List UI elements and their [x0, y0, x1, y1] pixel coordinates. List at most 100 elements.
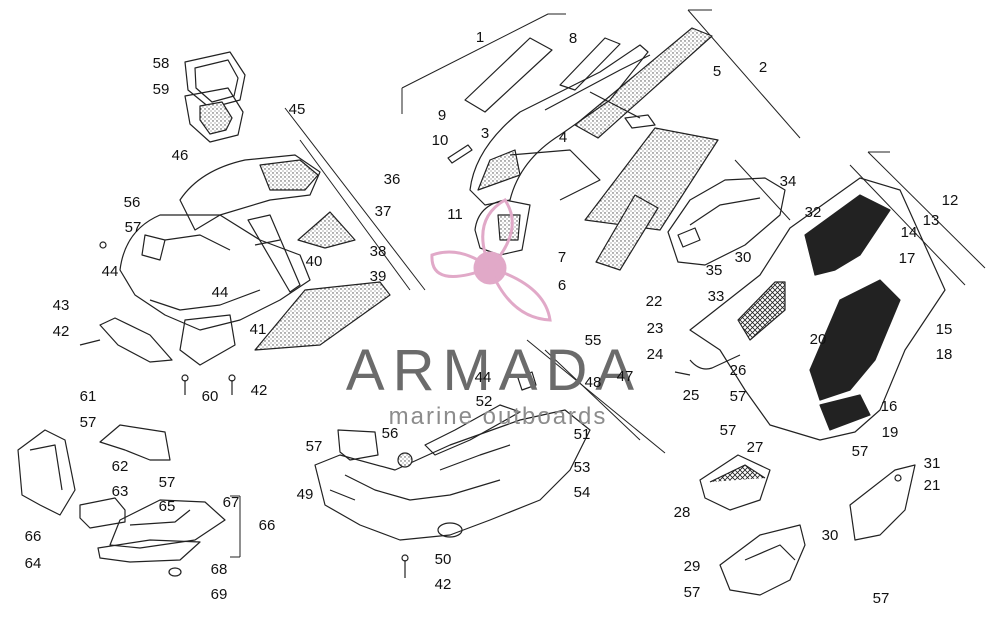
part-number-1: 1: [476, 29, 484, 46]
part-number-62: 62: [112, 458, 129, 475]
part-number-28: 28: [674, 504, 691, 521]
part-number-50: 50: [435, 551, 452, 568]
part-number-42-lower: 42: [435, 576, 452, 593]
part-number-44-belly: 44: [475, 369, 492, 386]
side-panel-3: [469, 44, 651, 206]
part-number-54: 54: [574, 484, 591, 501]
part-number-56-belly: 56: [382, 425, 399, 442]
part-number-58: 58: [153, 55, 170, 72]
mesh-grille-33: [737, 281, 786, 341]
part-number-57-vent-bottom: 57: [684, 584, 701, 601]
foam-pad-6: [595, 194, 659, 271]
part-number-34: 34: [780, 173, 797, 190]
bracket-40: [247, 214, 301, 293]
part-number-35: 35: [706, 262, 723, 279]
part-number-44-center: 44: [212, 284, 229, 301]
vent-28: [699, 454, 771, 511]
grommet-50: [437, 522, 463, 538]
part-number-2: 2: [759, 59, 767, 76]
part-number-4: 4: [559, 129, 567, 146]
part-number-66-right: 66: [259, 517, 276, 534]
side-vent-43: [99, 317, 173, 363]
hood-frame-46: [179, 154, 321, 231]
panel-21: [849, 464, 916, 541]
part-number-59: 59: [153, 81, 170, 98]
part-number-12: 12: [942, 192, 959, 209]
part-number-15: 15: [936, 321, 953, 338]
bracket-57-belly: [337, 429, 379, 461]
brand-name: ARMADA: [346, 338, 642, 403]
part-number-45: 45: [289, 101, 306, 118]
part-number-44-left: 44: [102, 263, 119, 280]
part-number-57-vent-top: 57: [720, 422, 737, 439]
part-number-22: 22: [646, 293, 663, 310]
part-number-41: 41: [250, 321, 267, 338]
rivet-31: [894, 474, 902, 482]
decal-10: [447, 144, 473, 164]
part-number-7: 7: [558, 249, 566, 266]
screw-42-left: [79, 339, 101, 346]
part-number-53: 53: [574, 459, 591, 476]
part-number-40: 40: [306, 253, 323, 270]
part-number-16: 16: [881, 398, 898, 415]
part-number-67: 67: [223, 494, 240, 511]
part-number-60: 60: [202, 388, 219, 405]
part-number-25: 25: [683, 387, 700, 404]
brace-52: [424, 404, 521, 456]
side-cover-66: [17, 429, 76, 516]
bracket-35: [677, 227, 701, 248]
part-number-38: 38: [370, 243, 387, 260]
part-number-57-left: 57: [125, 219, 142, 236]
screw-42-upper: [228, 374, 236, 395]
part-number-48: 48: [585, 374, 602, 391]
part-number-56-left: 56: [124, 194, 141, 211]
foam-pad-38: [297, 211, 356, 249]
armada-watermark: ARMADA marine outboards: [346, 198, 642, 430]
scoop-29: [719, 524, 806, 596]
part-number-19: 19: [882, 424, 899, 441]
part-number-13: 13: [923, 212, 940, 229]
part-number-33: 33: [708, 288, 725, 305]
part-number-3: 3: [481, 125, 489, 142]
box-63: [79, 497, 126, 529]
part-number-26: 26: [730, 362, 747, 379]
bracket-41: [179, 314, 236, 366]
foam-pad-39: [254, 281, 391, 351]
part-number-9: 9: [438, 107, 446, 124]
part-number-39: 39: [370, 268, 387, 285]
part-number-6: 6: [558, 277, 566, 294]
part-number-65: 65: [159, 498, 176, 515]
lower-fairing-44: [119, 214, 311, 331]
clip-4: [589, 91, 656, 129]
part-number-47: 47: [617, 368, 634, 385]
part-number-18: 18: [936, 346, 953, 363]
part-number-43: 43: [53, 297, 70, 314]
part-number-42-upper: 42: [251, 382, 268, 399]
lower-panel-64: [97, 539, 201, 563]
decal-1: [464, 37, 553, 113]
screw-42-lower: [401, 554, 409, 578]
gasket-58: [184, 51, 246, 109]
part-number-20: 20: [810, 331, 827, 348]
part-number-69: 69: [211, 586, 228, 603]
screw-57-left: [99, 241, 107, 249]
foam-pad-5: [574, 27, 713, 139]
part-number-55: 55: [585, 332, 602, 349]
part-number-57-panel-top: 57: [852, 443, 869, 460]
screw-60: [181, 374, 189, 395]
part-number-66-left: 66: [25, 528, 42, 545]
part-number-57-lower-left-a: 57: [80, 414, 97, 431]
part-number-10: 10: [432, 132, 449, 149]
part-number-42-left: 42: [53, 323, 70, 340]
grommet-56: [397, 452, 413, 468]
part-number-57-belly: 57: [306, 438, 323, 455]
propeller-logo: [430, 198, 552, 322]
part-number-labels: 1 2 3 4 5 6 7 8 9 10 11 12 13 14 15 16 1…: [25, 29, 959, 607]
part-number-23: 23: [647, 320, 664, 337]
part-number-68: 68: [211, 561, 228, 578]
part-number-29: 29: [684, 558, 701, 575]
clip-55: [517, 371, 537, 391]
wind-deflector-61: [99, 424, 171, 461]
part-number-31: 31: [924, 455, 941, 472]
